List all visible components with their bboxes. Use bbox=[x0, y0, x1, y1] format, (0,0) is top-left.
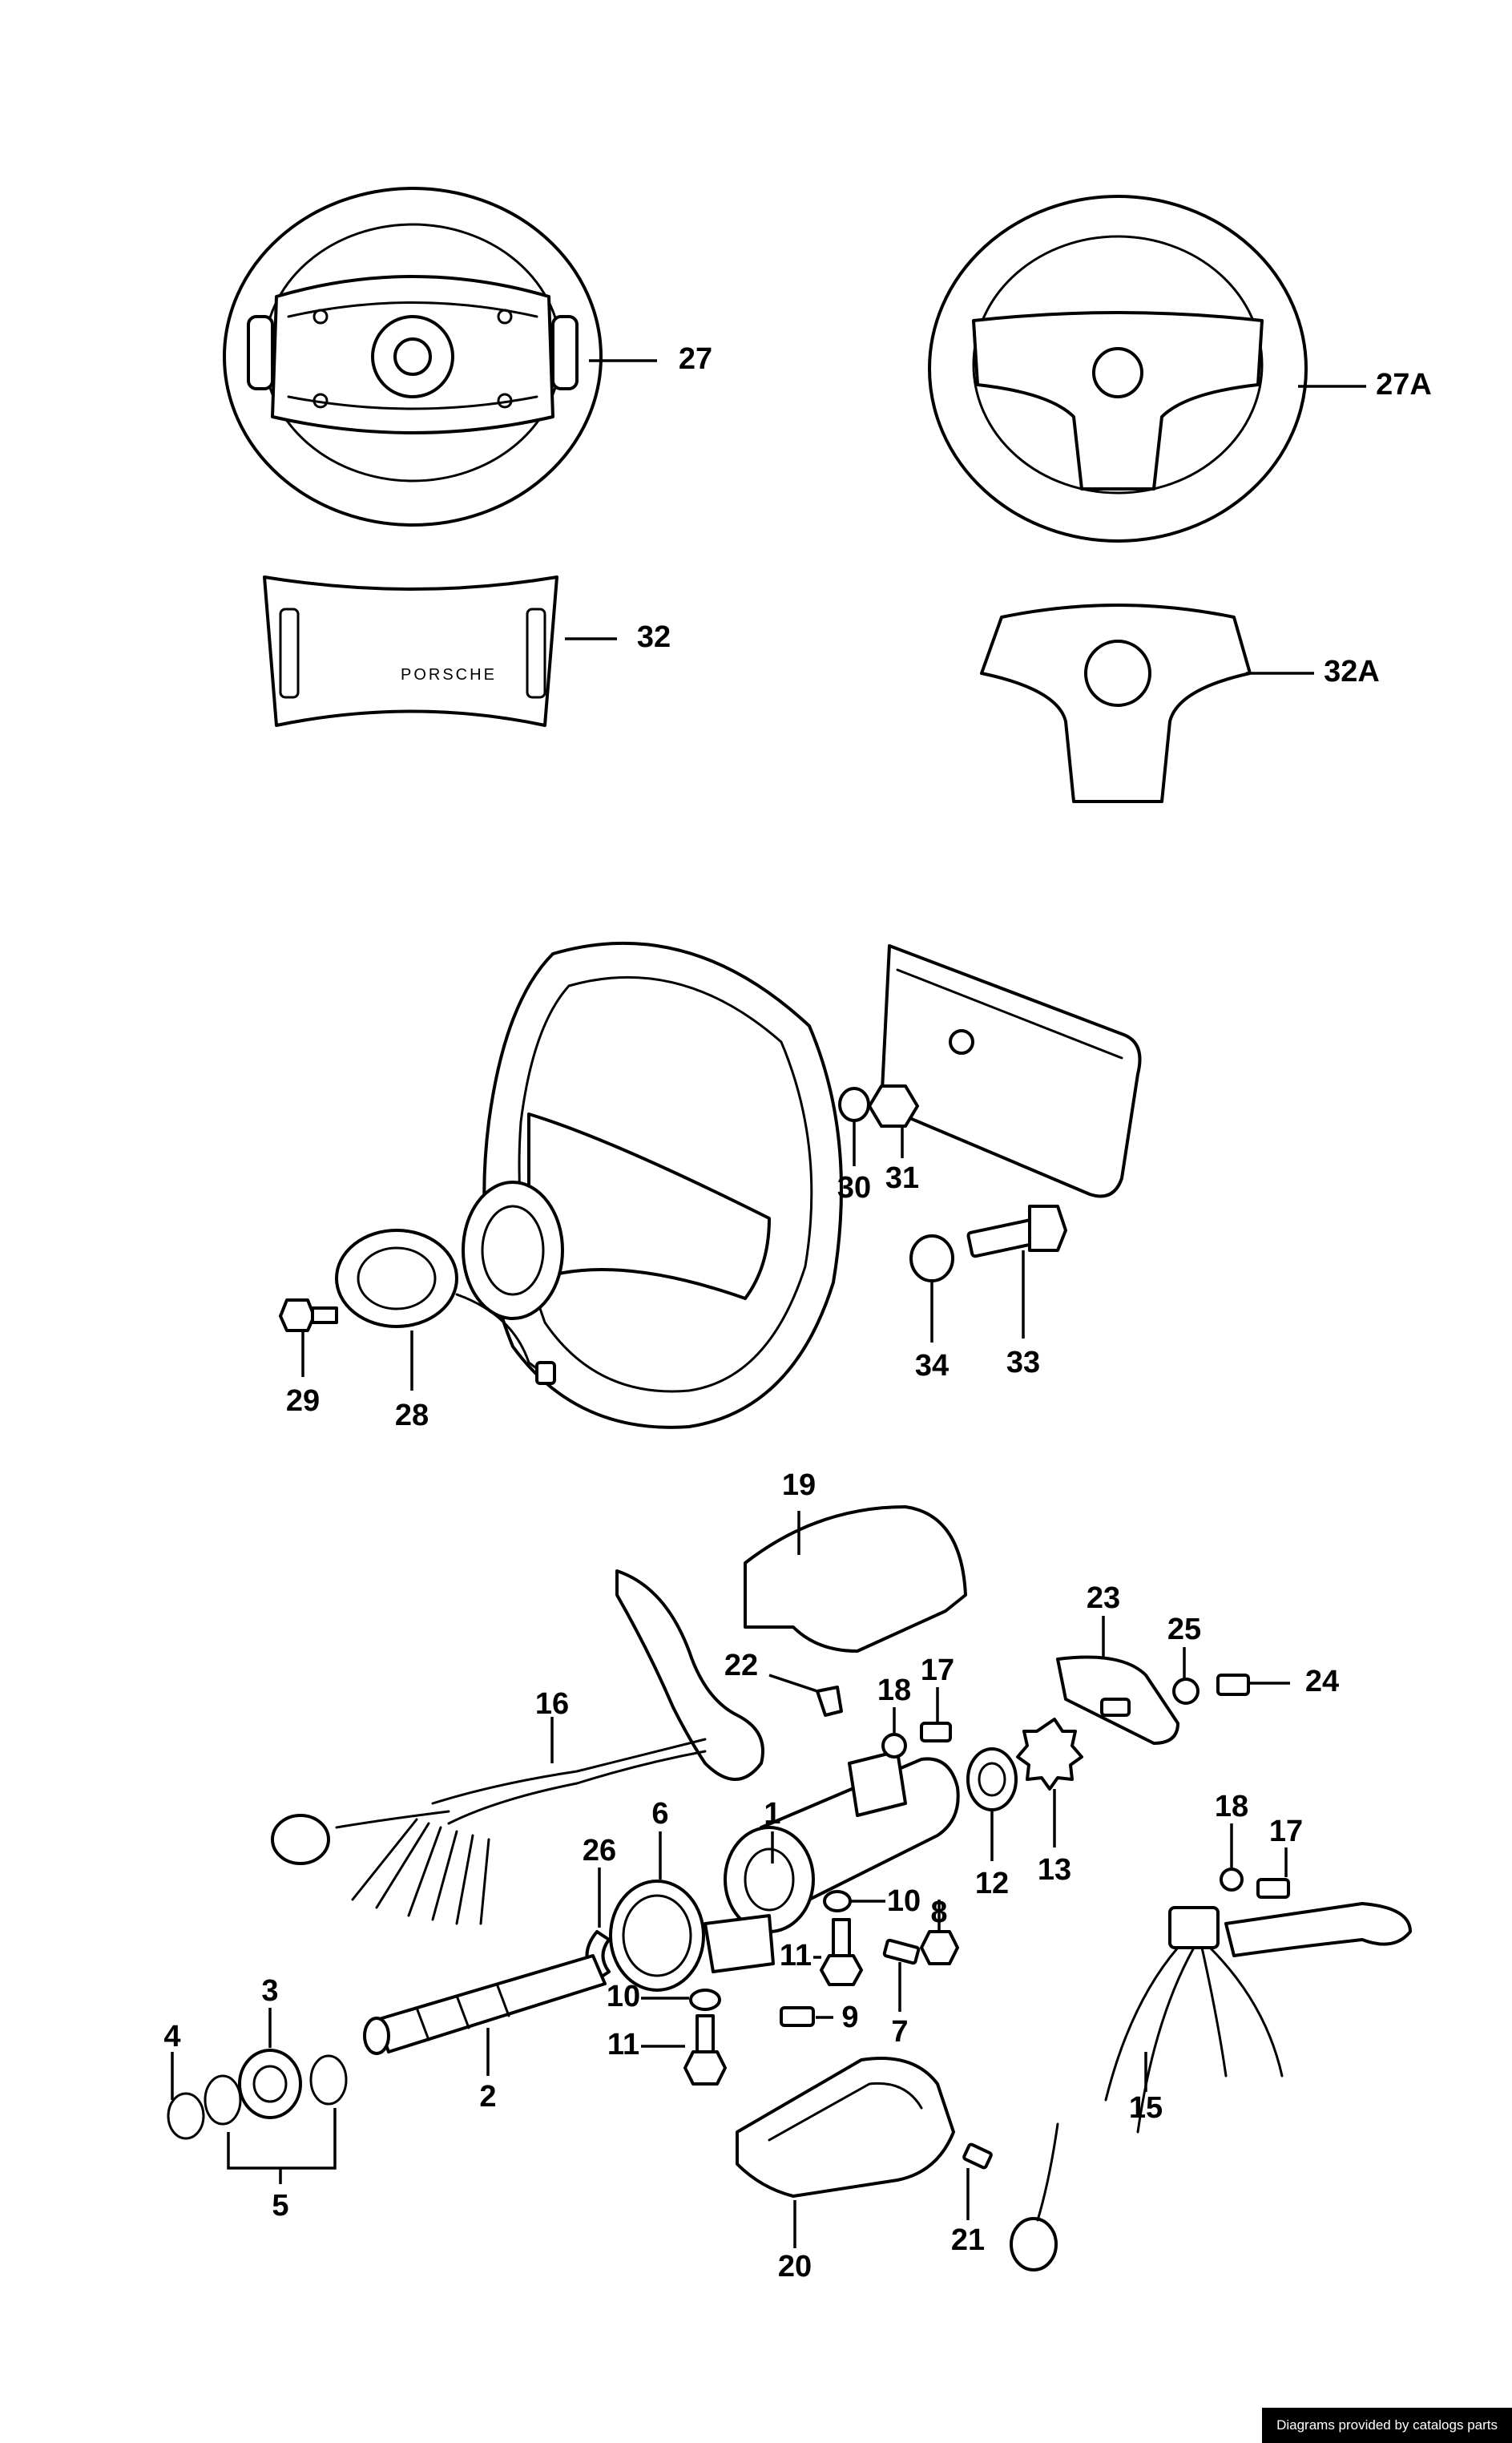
callout-12: 12 bbox=[975, 1867, 1009, 1900]
bushing-34 bbox=[909, 1234, 954, 1343]
washer-10 bbox=[689, 1989, 721, 2011]
callout-34: 34 bbox=[915, 1349, 949, 1383]
washer-18b bbox=[1220, 1868, 1244, 1892]
callout-26: 26 bbox=[583, 1834, 616, 1868]
steering-shaft-2 bbox=[363, 1954, 607, 2076]
callout-33: 33 bbox=[1006, 1346, 1040, 1379]
plate-23 bbox=[1056, 1616, 1179, 1745]
screw-9 bbox=[780, 2006, 815, 2027]
callout-6: 6 bbox=[651, 1797, 668, 1831]
callout-11: 11 bbox=[607, 2028, 639, 2061]
diagram-credit: Diagrams provided by catalogs parts bbox=[1262, 2408, 1512, 2443]
turn-signal-switch-16 bbox=[271, 1569, 764, 1925]
horn-contact-plate bbox=[880, 944, 1142, 1198]
callout-18: 18 bbox=[877, 1674, 911, 1707]
circlips-4 bbox=[167, 2052, 348, 2140]
callout-18: 18 bbox=[1215, 1790, 1248, 1823]
bearing-3 bbox=[238, 2008, 302, 2119]
callout-15: 15 bbox=[1129, 2091, 1163, 2125]
washer-10b bbox=[823, 1890, 852, 1912]
callout-22: 22 bbox=[724, 1649, 758, 1682]
callout-11: 11 bbox=[780, 1939, 812, 1973]
bolt-11 bbox=[641, 2014, 727, 2086]
upper-shroud-19 bbox=[744, 1505, 967, 1653]
group-bracket-5 bbox=[227, 2108, 337, 2184]
callout-8: 8 bbox=[930, 1896, 947, 1929]
callout-25: 25 bbox=[1167, 1613, 1201, 1646]
washer-18 bbox=[881, 1733, 907, 1759]
steering-wheel-27A bbox=[928, 195, 1366, 543]
steering-wheel-assembly bbox=[462, 941, 843, 1429]
callout-23: 23 bbox=[1087, 1581, 1120, 1615]
callout-32A: 32A bbox=[1324, 655, 1380, 688]
screw-17b bbox=[1256, 1878, 1290, 1899]
washer-25 bbox=[1172, 1678, 1200, 1705]
callout-32: 32 bbox=[637, 620, 671, 654]
nut-31 bbox=[868, 1084, 919, 1128]
horn-pad-32A bbox=[980, 604, 1314, 803]
clip-22 bbox=[816, 1686, 843, 1717]
bolt-11b bbox=[813, 1918, 863, 1986]
callout-3: 3 bbox=[261, 1974, 278, 2008]
callout-13: 13 bbox=[1038, 1853, 1071, 1887]
bolt-33 bbox=[966, 1205, 1067, 1339]
callout-10: 10 bbox=[607, 1980, 640, 2013]
callout-4: 4 bbox=[163, 2020, 180, 2053]
screw-21 bbox=[962, 2142, 993, 2170]
lower-shroud-20 bbox=[736, 2057, 955, 2248]
screw-29 bbox=[279, 1298, 338, 1377]
callout-1: 1 bbox=[764, 1797, 780, 1831]
steering-wheel-27 bbox=[223, 187, 657, 527]
callout-10: 10 bbox=[887, 1884, 921, 1918]
callout-20: 20 bbox=[778, 2250, 812, 2283]
callout-29: 29 bbox=[286, 1384, 320, 1418]
contact-ring-28 bbox=[335, 1229, 556, 1391]
screw-17 bbox=[920, 1722, 952, 1742]
callout-27A: 27A bbox=[1376, 368, 1432, 402]
callout-24: 24 bbox=[1305, 1665, 1339, 1698]
horn-pad-32: PORSCHE bbox=[263, 575, 617, 727]
callout-19: 19 bbox=[782, 1468, 816, 1502]
callout-9: 9 bbox=[841, 2001, 858, 2034]
column-tube-1 bbox=[704, 1750, 960, 1973]
callout-2: 2 bbox=[479, 2080, 496, 2114]
callout-30: 30 bbox=[837, 1171, 871, 1205]
callout-5: 5 bbox=[272, 2189, 288, 2223]
porsche-badge-text: PORSCHE bbox=[401, 666, 497, 684]
callout-7: 7 bbox=[891, 2015, 908, 2049]
callout-17: 17 bbox=[921, 1654, 954, 1687]
callout-28: 28 bbox=[395, 1399, 429, 1432]
callout-27: 27 bbox=[679, 342, 712, 376]
screw-24 bbox=[1216, 1674, 1250, 1696]
bearing-12 bbox=[966, 1747, 1018, 1811]
star-washer-13 bbox=[1016, 1718, 1083, 1791]
washer-30 bbox=[838, 1087, 870, 1122]
wiper-switch-15 bbox=[1010, 1902, 1412, 2271]
nut-8 bbox=[920, 1930, 959, 1965]
callout-31: 31 bbox=[885, 1161, 919, 1195]
callout-21: 21 bbox=[951, 2223, 985, 2257]
callout-17: 17 bbox=[1269, 1815, 1303, 1848]
stud-7 bbox=[882, 1938, 921, 1965]
callout-16: 16 bbox=[535, 1687, 569, 1721]
